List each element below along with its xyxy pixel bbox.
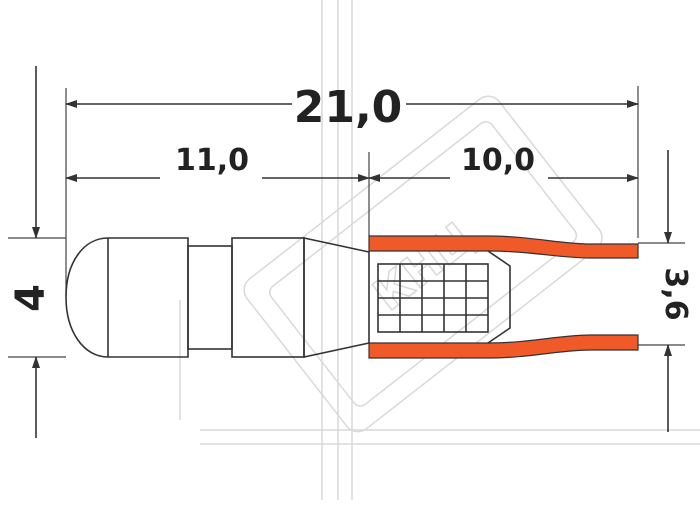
right-section-label: 10,0	[461, 143, 535, 178]
crimp-barrel	[231, 237, 370, 358]
watermark-lines	[179, 0, 700, 500]
crimp-grid	[377, 263, 489, 333]
insulation-sleeve	[368, 235, 639, 359]
height-right-label: 3,6	[658, 267, 693, 320]
overall-length-label: 21,0	[294, 82, 403, 133]
height-left-label: 4	[8, 284, 54, 312]
dimension-lines	[32, 66, 672, 438]
extension-lines	[8, 86, 685, 358]
bullet-pin	[65, 237, 233, 358]
left-section-label: 11,0	[175, 143, 249, 178]
watermark-text: КНЦ	[364, 211, 485, 321]
